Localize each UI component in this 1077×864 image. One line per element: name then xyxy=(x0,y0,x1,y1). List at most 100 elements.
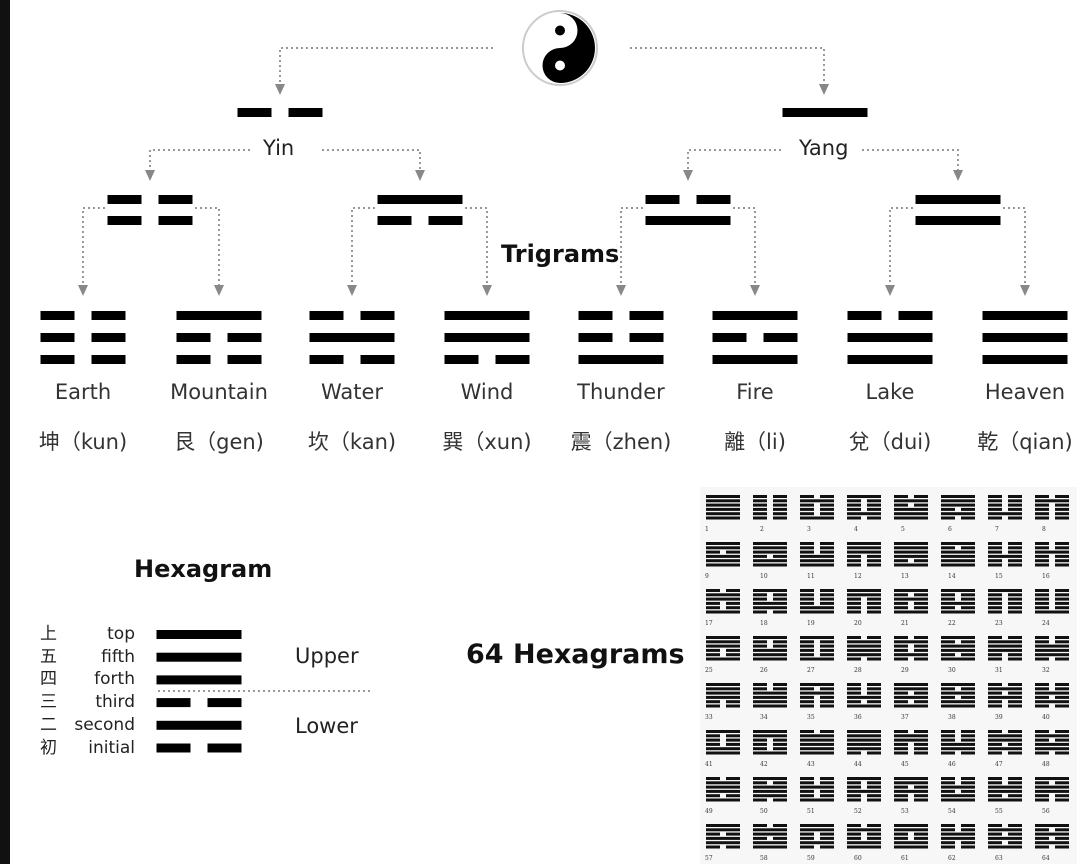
mini-hexagram-line xyxy=(1035,683,1049,686)
trigram-line xyxy=(847,355,933,364)
mini-hexagram-line xyxy=(800,734,834,738)
mini-hexagram-line xyxy=(941,794,975,798)
mini-hexagram-line xyxy=(941,554,975,558)
trigram-line xyxy=(982,355,1068,364)
mini-hexagram-line xyxy=(753,550,787,554)
mini-hexagram-line xyxy=(706,507,740,511)
mini-hexagram-line xyxy=(800,691,834,695)
mini-hexagram-line xyxy=(773,554,787,558)
mini-hexagram-line xyxy=(753,503,767,507)
hexagram-line-english: top xyxy=(107,624,135,644)
trigram-line xyxy=(578,311,613,320)
trigram-line xyxy=(40,333,75,342)
mini-hexagram-line xyxy=(867,785,881,789)
mini-hexagram-line xyxy=(1055,687,1069,691)
trigram-line xyxy=(227,333,262,342)
yin-line xyxy=(288,108,323,117)
mini-hexagram-line xyxy=(753,730,787,733)
hexagram-number: 14 xyxy=(948,573,956,580)
mini-hexagram-line xyxy=(726,589,740,592)
mini-hexagram-line xyxy=(1055,559,1069,563)
trigram-line xyxy=(176,311,262,320)
mini-hexagram-line xyxy=(706,657,740,661)
mini-hexagram-line xyxy=(988,789,1022,793)
mini-hexagram-line xyxy=(941,687,955,691)
mini-hexagram-line xyxy=(1035,845,1049,849)
hexagram-line-english: third xyxy=(95,692,135,713)
mini-hexagram-line xyxy=(894,789,928,793)
mini-hexagram-line xyxy=(706,593,740,597)
mini-hexagram-line xyxy=(894,751,908,755)
mini-hexagram-line xyxy=(1035,516,1049,520)
mini-hexagram-line xyxy=(820,730,834,733)
mini-hexagram-line xyxy=(847,593,881,597)
mini-hexagram-line xyxy=(800,516,834,520)
mini-hexagram-line xyxy=(941,640,955,644)
hexagram-line-english: initial xyxy=(88,737,135,758)
mini-hexagram-line xyxy=(1008,730,1022,733)
mini-hexagram-line xyxy=(773,836,787,840)
mini-hexagram-line xyxy=(894,742,908,746)
hexagram-number: 9 xyxy=(705,573,709,580)
mini-hexagram-line xyxy=(726,845,740,849)
mini-hexagram-line xyxy=(706,563,740,567)
hexagram-number: 10 xyxy=(760,573,768,580)
mini-hexagram-line xyxy=(1055,845,1069,849)
mini-hexagram-line xyxy=(820,789,834,793)
mini-hexagram-line xyxy=(706,606,720,610)
mini-hexagram-line xyxy=(706,777,720,780)
trigram-name: Fire xyxy=(736,380,774,404)
mini-hexagram-line xyxy=(941,542,975,545)
hexagram-line-chinese: 上 xyxy=(40,624,57,644)
mini-hexagram-line xyxy=(847,601,861,605)
mini-hexagram-line xyxy=(867,499,881,503)
digram-line xyxy=(158,216,193,225)
mini-hexagram-line xyxy=(820,653,834,657)
mini-hexagram-line xyxy=(1055,593,1069,597)
mini-hexagram-line xyxy=(820,597,834,601)
mini-hexagram-line xyxy=(867,687,881,691)
mini-hexagram-line xyxy=(800,563,834,567)
mini-hexagram-line xyxy=(800,546,814,550)
mini-hexagram-line xyxy=(894,640,928,644)
mini-hexagram-line xyxy=(988,648,1022,652)
mini-hexagram-line xyxy=(988,777,1002,780)
mini-hexagram-line xyxy=(961,841,975,845)
mini-hexagram-line xyxy=(894,657,908,661)
mini-hexagram-line xyxy=(726,704,740,708)
mini-hexagram-line xyxy=(988,589,1022,592)
mini-hexagram-line xyxy=(1035,781,1049,785)
mini-hexagram-line xyxy=(847,734,881,738)
mini-hexagram-line xyxy=(706,845,720,849)
trigram-chinese-name: 巽（xun) xyxy=(442,430,532,454)
mini-hexagram-line xyxy=(988,794,1002,798)
mini-hexagram-line xyxy=(1035,828,1049,832)
hexagram-number: 11 xyxy=(807,573,815,580)
mini-hexagram-line xyxy=(941,648,975,652)
mini-hexagram-line xyxy=(800,798,834,802)
mini-hexagram-line xyxy=(1055,730,1069,733)
mini-hexagram-line xyxy=(820,593,834,597)
mini-hexagram-line xyxy=(800,512,814,516)
mini-hexagram-line xyxy=(894,841,928,845)
mini-hexagram-line xyxy=(773,747,787,751)
hexagram-number: 47 xyxy=(995,761,1003,768)
mini-hexagram-line xyxy=(847,742,881,746)
hexagram-number: 44 xyxy=(854,761,862,768)
mini-hexagram-line xyxy=(753,657,787,661)
mini-hexagram-line xyxy=(726,653,740,657)
mini-hexagram-line xyxy=(847,610,861,614)
mini-hexagram-line xyxy=(800,499,834,503)
mini-hexagram-line xyxy=(894,503,908,507)
mini-hexagram-line xyxy=(847,559,861,563)
hexagram-number: 33 xyxy=(705,714,713,721)
mini-hexagram-line xyxy=(1055,640,1069,644)
mini-hexagram-line xyxy=(894,559,908,563)
hexagram-number: 43 xyxy=(807,761,815,768)
mini-hexagram-line xyxy=(894,563,928,567)
mini-hexagram-line xyxy=(753,742,767,746)
trigram-line xyxy=(40,311,75,320)
mini-hexagram-line xyxy=(988,597,1002,601)
mini-hexagram-line xyxy=(941,644,975,648)
mini-hexagram-line xyxy=(800,550,814,554)
